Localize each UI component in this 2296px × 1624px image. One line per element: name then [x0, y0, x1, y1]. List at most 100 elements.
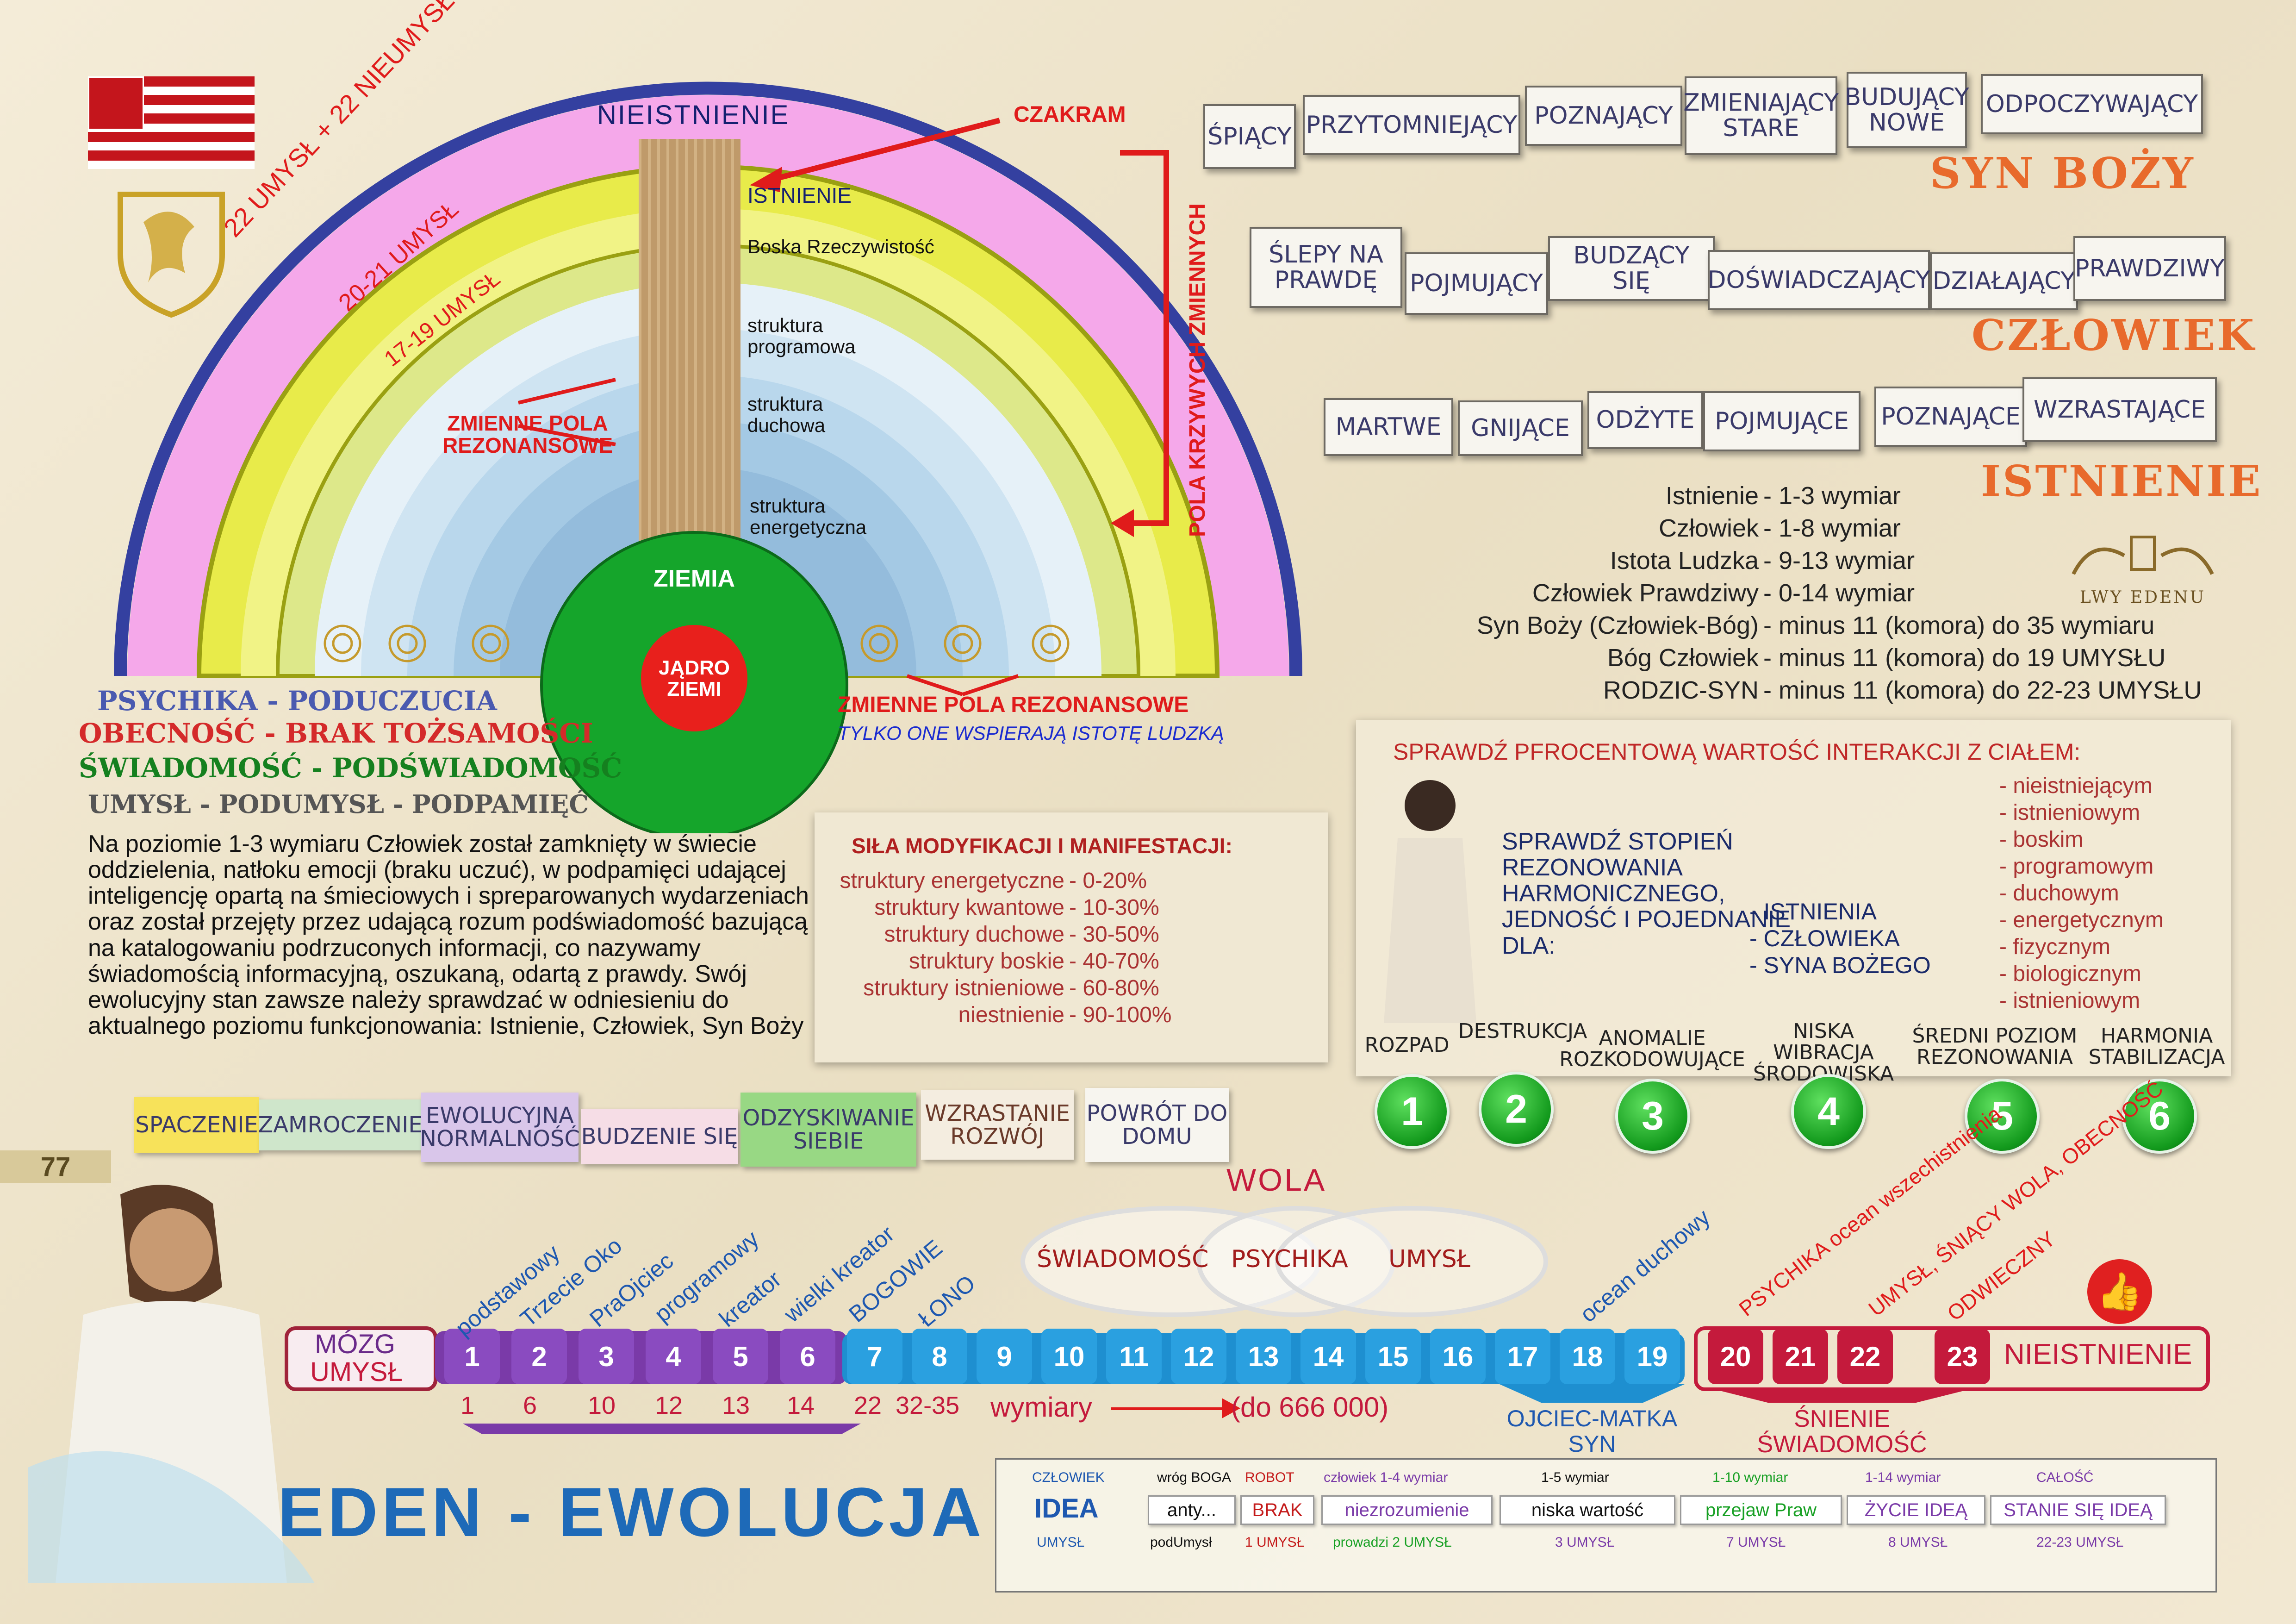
- scale-box-3: 3: [579, 1329, 634, 1384]
- dim-value: - 0-14 wymiar: [1763, 579, 1915, 607]
- swiadomosc-line: ŚWIADOMOŚĆ - PODŚWIADOMOŚĆ: [79, 752, 622, 784]
- tile-przytomniejacy: PRZYTOMNIEJĄCY: [1303, 95, 1520, 155]
- step-label-niska: NISKA WIBRACJA ŚRODOWISKA: [1753, 1019, 1894, 1084]
- interaction-panel: [1356, 720, 2231, 1076]
- ziemia-label: ZIEMIA: [653, 565, 735, 592]
- modification-panel: [815, 812, 1328, 1062]
- purple-underline: [463, 1424, 861, 1434]
- wymiary-arrow: [1111, 1407, 1226, 1410]
- czakram-label: CZAKRAM: [1014, 102, 1126, 127]
- zmienne-pola-label: ZMIENNE POLA REZONANSOWE: [442, 411, 613, 458]
- step-label-rozpad: ROZPAD: [1364, 1033, 1450, 1057]
- cell-stanie: STANIE SIĘ IDEĄ: [1990, 1495, 2166, 1525]
- page-number: 77: [0, 1150, 111, 1183]
- tile-pojmujacy: POJMUJĄCY: [1405, 252, 1548, 315]
- bottom-value: 1: [460, 1392, 475, 1419]
- mod-name: niestnienie: [958, 1003, 1065, 1027]
- step-label-harmonia: HARMONIA STABILIZACJA: [2088, 1024, 2225, 1069]
- value-item: - istnieniowym: [1999, 800, 2140, 825]
- tf-podumysl: podUmysł: [1150, 1535, 1212, 1550]
- bottom-value: 6: [523, 1392, 537, 1419]
- mod-range: - 60-80%: [1069, 976, 1159, 1000]
- snienie-label: ŚNIENIE: [1793, 1405, 1891, 1432]
- tf-umysl: UMYSŁ: [1037, 1535, 1085, 1550]
- heading-syn-bozy: SYN BOŻY: [1930, 148, 2195, 198]
- stage-budzenie: BUDZENIE SIĘ: [581, 1109, 738, 1164]
- mod-name: struktury boskie: [908, 949, 1064, 974]
- modification-title: SIŁA MODYFIKACJI I MANIFESTACJI:: [852, 834, 1232, 858]
- thumbs-up-icon: 👍: [2087, 1259, 2152, 1324]
- bottom-value: 12: [655, 1392, 683, 1419]
- stage-odzyskiwanie: ODZYSKIWANIE SIEBIE: [740, 1093, 916, 1167]
- rainbow-diagram: [114, 81, 1302, 833]
- th-wrog: wróg BOGA: [1157, 1470, 1232, 1485]
- wymiary-label: wymiary: [990, 1392, 1092, 1423]
- dimensions-list: Istnienie - 1-3 wymiar Człowiek - 1-8 wy…: [1342, 481, 2221, 722]
- tile-zmieniajacy: ZMIENIAJĄCY STARE: [1683, 76, 1839, 155]
- scale-box-20: 20: [1708, 1329, 1763, 1384]
- modification-rows: struktury energetyczne - 0-20% struktury…: [815, 868, 1328, 1044]
- mod-name: struktury istnieniowe: [863, 976, 1064, 1000]
- tile-prawdziwy: PRAWDZIWY: [2073, 236, 2226, 301]
- value-item: - boskim: [1999, 827, 2084, 852]
- outer-label: NIEISTNIENIE: [597, 100, 790, 130]
- bottom-values: 1 6 10 12 13 14 22 32-35: [435, 1391, 990, 1428]
- dim-value: - minus 11 (komora) do 35 wymiaru: [1763, 612, 2155, 639]
- dim-name: Bóg Człowiek: [1607, 644, 1759, 672]
- resonance-title: SPRAWDŹ STOPIEŃ REZONOWANIA HARMONICZNEG…: [1502, 828, 1791, 959]
- duchowa-label: struktura duchowa: [747, 393, 826, 437]
- red-chevron: [1712, 1389, 1972, 1403]
- tylko-one-label: TYLKO ONE WSPIERAJĄ ISTOTĘ LUDZKĄ: [838, 722, 1224, 744]
- scale-box-4: 4: [646, 1329, 701, 1384]
- step-circle-6: 6: [2122, 1079, 2197, 1154]
- dragon-shield-icon: [106, 181, 236, 319]
- th-15: 1-5 wymiar: [1541, 1470, 1609, 1485]
- zmienne-pola-bottom: ZMIENNE POLA REZONANSOWE: [838, 693, 1189, 717]
- psychika-line: PSYCHIKA - PODUCZUCIA: [97, 685, 497, 717]
- cell-niska: niska wartość: [1500, 1495, 1675, 1525]
- dim-name: Istnienie: [1665, 482, 1759, 510]
- dim-value: - 1-3 wymiar: [1763, 482, 1901, 510]
- bottom-value: 10: [588, 1392, 616, 1419]
- boska-label: Boska Rzeczywistość: [747, 236, 934, 257]
- swiadomosc-label: ŚWIADOMOŚĆ: [1757, 1431, 1927, 1458]
- wola-psychika: PSYCHIKA: [1231, 1245, 1348, 1273]
- wola-title: WOLA: [1226, 1162, 1327, 1198]
- cell-przejaw: przejaw Praw: [1680, 1495, 1842, 1525]
- stage-powrot: POWRÓT DO DOMU: [1085, 1088, 1229, 1162]
- cell-zycie: ŻYCIE IDEĄ: [1847, 1495, 1985, 1525]
- idea-label: IDEA: [1034, 1493, 1099, 1524]
- step-label-sredni: ŚREDNI POZIOM REZONOWANIA: [1912, 1024, 2078, 1069]
- value-item: - duchowym: [1999, 881, 2119, 906]
- mozg-box: [285, 1326, 437, 1391]
- tf-8: 8 UMYSŁ: [1888, 1535, 1948, 1550]
- scale-box-18: 18: [1560, 1329, 1615, 1384]
- th-czlowiek: CZŁOWIEK: [1032, 1470, 1105, 1485]
- step-circle-3: 3: [1615, 1079, 1690, 1154]
- bottom-value: 13: [722, 1392, 750, 1419]
- wola-swiadomosc: ŚWIADOMOŚĆ: [1037, 1245, 1209, 1273]
- lbl-wielki-kreator: wielki kreator: [779, 1220, 899, 1328]
- tile-spiacy: ŚPIĄCY: [1203, 104, 1296, 169]
- woman-figure: [1370, 773, 1490, 1023]
- blue-chevron: [1500, 1384, 1685, 1403]
- idea-table: [995, 1458, 2217, 1593]
- umysl-line: UMYSŁ - PODUMYSŁ - PODPAMIĘĆ: [88, 789, 589, 819]
- heading-istnienie: ISTNIENIE: [1981, 456, 2263, 506]
- nieistnienie-label: NIEISTNIENIE: [2004, 1338, 2192, 1370]
- scale-box-15: 15: [1365, 1329, 1421, 1384]
- mod-range: - 0-20%: [1069, 868, 1147, 893]
- tf-1: 1 UMYSŁ: [1245, 1535, 1305, 1550]
- for-istnienia: - ISTNIENIA: [1749, 899, 1877, 924]
- scale-box-9: 9: [977, 1329, 1032, 1384]
- bottom-value: 14: [787, 1392, 815, 1419]
- mod-range: - 10-30%: [1069, 895, 1159, 920]
- tf-22: 22-23 UMYSŁ: [2036, 1535, 2124, 1550]
- th-110: 1-10 wymiar: [1712, 1470, 1788, 1485]
- scale-box-11: 11: [1106, 1329, 1162, 1384]
- umysl-label: UMYSŁ: [310, 1357, 403, 1387]
- th-calosc: CAŁOŚĆ: [2036, 1470, 2094, 1485]
- value-item: - energetycznym: [1999, 908, 2164, 932]
- cell-niezrozumienie: niezrozumienie: [1321, 1495, 1493, 1525]
- tf-3: 3 UMYSŁ: [1555, 1535, 1615, 1550]
